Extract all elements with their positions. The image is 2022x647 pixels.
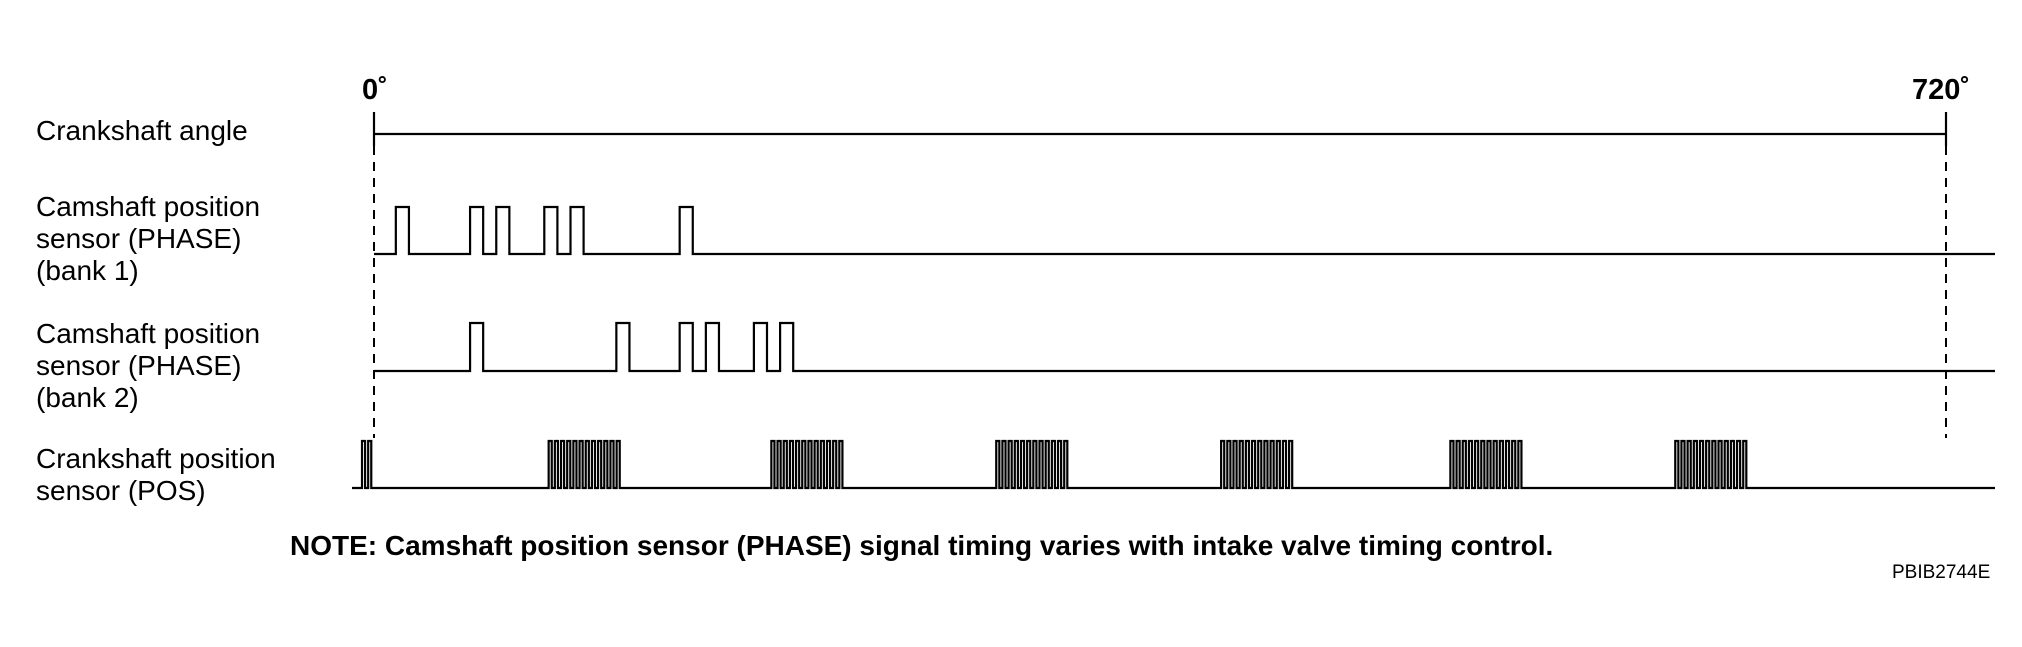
row-label-line: Crankshaft angle <box>36 115 248 146</box>
timing-note: NOTE: Camshaft position sensor (PHASE) s… <box>290 530 1554 561</box>
row-label-crankshaft-angle: Crankshaft angle <box>36 115 248 147</box>
row-label-line: sensor (PHASE) <box>36 350 242 381</box>
row-label-crank-pos: Crankshaft position sensor (POS) <box>36 443 276 507</box>
row-label-cam-bank1: Camshaft position sensor (PHASE) (bank 1… <box>36 191 260 287</box>
trace-cam-bank1 <box>374 205 1995 256</box>
row-label-line: Crankshaft position <box>36 443 276 474</box>
row-label-line: (bank 2) <box>36 382 139 413</box>
row-label-line: sensor (PHASE) <box>36 223 242 254</box>
trace-crank-pos <box>352 439 1995 490</box>
trace-cam-bank2 <box>374 321 1995 373</box>
angle-label-start: 0˚ <box>362 74 388 106</box>
row-label-line: Camshaft position <box>36 318 261 349</box>
row-label-line: Camshaft position <box>36 191 261 222</box>
signal-traces <box>352 205 1995 490</box>
angle-label-end: 720˚ <box>1912 74 1971 106</box>
row-label-line: sensor (POS) <box>36 475 206 506</box>
crankshaft-angle-axis <box>372 112 1948 438</box>
figure-code: PBIB2744E <box>1892 562 1991 583</box>
row-label-cam-bank2: Camshaft position sensor (PHASE) (bank 2… <box>36 318 260 414</box>
row-label-line: (bank 1) <box>36 255 139 286</box>
